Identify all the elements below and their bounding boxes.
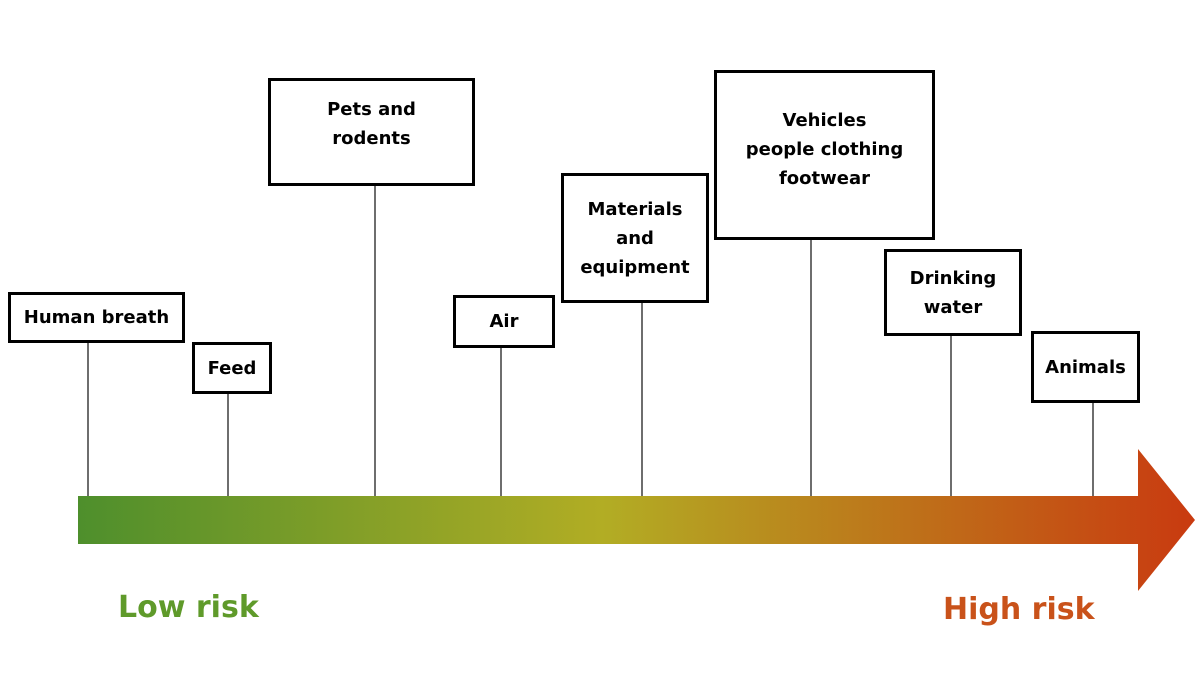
item-label: Human breath xyxy=(23,307,170,328)
item-vehicles: Vehicles people clothing footwear xyxy=(714,70,935,240)
item-label: Pets and rodents xyxy=(327,99,416,149)
low-risk-label: Low risk xyxy=(118,590,259,625)
item-label: Air xyxy=(489,311,519,332)
stem-feed xyxy=(227,392,229,496)
risk-arrow-shape xyxy=(78,449,1195,591)
item-label: Drinking water xyxy=(909,267,997,318)
high-risk-label: High risk xyxy=(943,592,1095,627)
item-materials-equipment: Materials and equipment xyxy=(561,173,709,303)
stem-animals xyxy=(1092,400,1094,496)
item-air: Air xyxy=(453,295,555,348)
stem-air xyxy=(500,346,502,496)
item-pets-rodents: Pets and rodents xyxy=(268,78,475,186)
stem-human-breath xyxy=(87,340,89,496)
item-label: Animals xyxy=(1045,356,1126,378)
stem-vehicles xyxy=(810,237,812,496)
item-label: Vehicles people clothing footwear xyxy=(745,110,904,189)
stem-pets-rodents xyxy=(374,183,376,496)
item-feed: Feed xyxy=(192,342,272,394)
item-drinking-water: Drinking water xyxy=(884,249,1022,336)
item-label: Feed xyxy=(207,357,257,379)
item-label: Materials and equipment xyxy=(580,198,690,278)
stem-materials-equipment xyxy=(641,301,643,496)
item-human-breath: Human breath xyxy=(8,292,185,343)
item-animals: Animals xyxy=(1031,331,1140,403)
stem-drinking-water xyxy=(950,333,952,496)
